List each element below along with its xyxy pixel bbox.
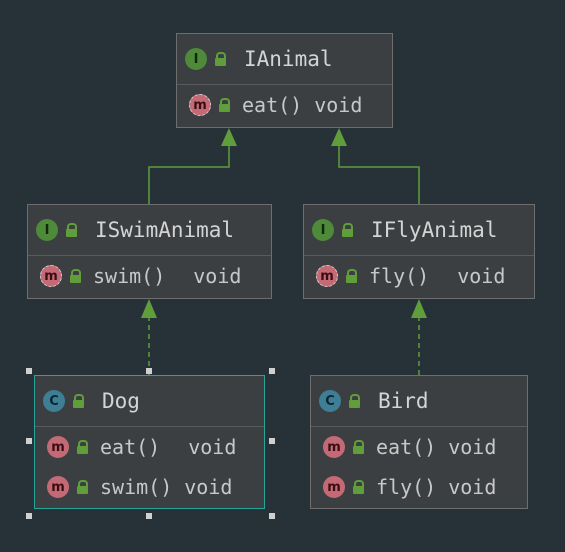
node-title: IAnimal	[244, 47, 333, 71]
selection-handle[interactable]	[26, 368, 32, 374]
method-return-type: void	[448, 435, 497, 459]
method-row[interactable]: m swim() void	[28, 256, 271, 296]
method-badge-icon: m	[189, 94, 211, 116]
public-lock-icon	[342, 223, 353, 237]
node-bird[interactable]: C Bird m eat() void m fly() void	[310, 375, 528, 509]
method-name: eat()	[242, 93, 303, 117]
method-name: swim()	[100, 475, 173, 499]
method-return-type: void	[457, 264, 506, 288]
method-row[interactable]: m fly() void	[304, 256, 534, 296]
method-return-type: void	[188, 435, 237, 459]
method-row[interactable]: m swim() void	[35, 467, 264, 507]
method-row[interactable]: m eat() void	[311, 427, 527, 467]
arrowhead-iswimanimal	[141, 299, 157, 318]
class-badge-icon: C	[43, 390, 65, 412]
public-lock-icon	[73, 394, 84, 408]
interface-badge-icon: I	[185, 48, 207, 70]
selection-handle[interactable]	[269, 513, 275, 519]
public-lock-icon	[215, 52, 226, 66]
method-name: swim()	[93, 264, 166, 288]
method-row[interactable]: m eat() void	[35, 427, 264, 467]
arrowhead-iflyanimal	[411, 299, 427, 318]
node-header: I IFlyAnimal	[304, 205, 534, 256]
public-lock-icon	[353, 480, 364, 494]
arrowhead-ianimal-left	[221, 128, 237, 146]
method-name: eat()	[376, 435, 437, 459]
node-header: I IAnimal	[177, 34, 392, 85]
method-return-type: void	[184, 475, 233, 499]
method-name: eat()	[100, 435, 161, 459]
node-ianimal[interactable]: I IAnimal m eat() void	[176, 33, 393, 128]
node-title: Bird	[378, 389, 429, 413]
node-header: I ISwimAnimal	[28, 205, 271, 256]
node-title: ISwimAnimal	[95, 218, 235, 242]
public-lock-icon	[349, 394, 360, 408]
edge-iswimanimal-ianimal	[148, 146, 230, 204]
node-header: C Dog	[35, 376, 264, 427]
method-badge-icon: m	[323, 436, 345, 458]
public-lock-icon	[346, 269, 357, 283]
public-lock-icon	[353, 440, 364, 454]
node-header: C Bird	[311, 376, 527, 427]
interface-badge-icon: I	[36, 219, 58, 241]
method-badge-icon: m	[323, 476, 345, 498]
method-badge-icon: m	[40, 265, 62, 287]
selection-handle[interactable]	[269, 368, 275, 374]
node-title: IFlyAnimal	[371, 218, 498, 242]
arrowhead-ianimal-right	[331, 128, 347, 146]
method-badge-icon: m	[47, 476, 69, 498]
node-iswimanimal[interactable]: I ISwimAnimal m swim() void	[27, 204, 272, 299]
public-lock-icon	[70, 269, 81, 283]
selection-handle[interactable]	[269, 438, 275, 444]
class-badge-icon: C	[319, 390, 341, 412]
selection-handle[interactable]	[26, 438, 32, 444]
method-row[interactable]: m fly() void	[311, 467, 527, 507]
method-name: fly()	[376, 475, 437, 499]
node-dog[interactable]: C Dog m eat() void m swim() void	[34, 375, 265, 509]
method-return-type: void	[448, 475, 497, 499]
selection-handle[interactable]	[146, 368, 152, 374]
method-name: fly()	[369, 264, 430, 288]
selection-handle[interactable]	[26, 513, 32, 519]
public-lock-icon	[77, 480, 88, 494]
method-return-type: void	[314, 93, 363, 117]
method-badge-icon: m	[47, 436, 69, 458]
method-return-type: void	[193, 264, 242, 288]
selection-handle[interactable]	[146, 513, 152, 519]
public-lock-icon	[219, 98, 230, 112]
public-lock-icon	[77, 440, 88, 454]
node-title: Dog	[102, 389, 140, 413]
method-badge-icon: m	[316, 265, 338, 287]
method-row[interactable]: m eat() void	[177, 85, 392, 125]
interface-badge-icon: I	[312, 219, 334, 241]
node-iflyanimal[interactable]: I IFlyAnimal m fly() void	[303, 204, 535, 299]
public-lock-icon	[66, 223, 77, 237]
edge-iflyanimal-ianimal	[338, 146, 420, 204]
